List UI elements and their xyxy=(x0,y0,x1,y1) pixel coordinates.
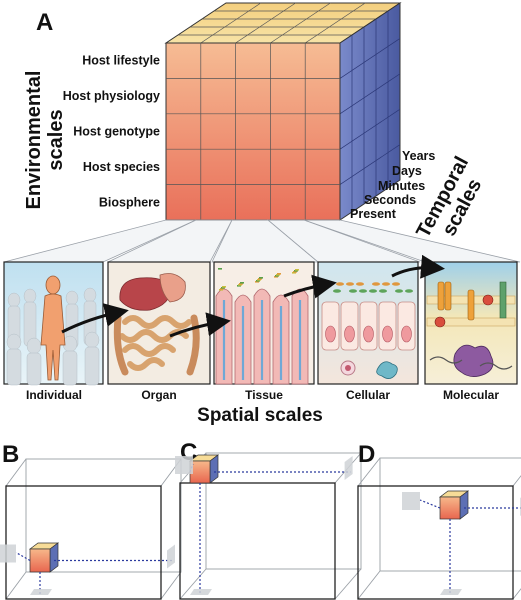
panel-label-a: A xyxy=(36,9,53,36)
panel-d: D xyxy=(357,441,521,600)
arrow-tissue-to-cellular xyxy=(283,274,337,299)
arrow-cellular-to-molecular xyxy=(391,254,445,279)
cube-front-face xyxy=(165,42,341,221)
panel-b: B xyxy=(0,441,182,600)
projection-shadows xyxy=(175,456,353,595)
temporal-level-label: Minutes xyxy=(378,179,425,193)
environmental-level-label: Host physiology xyxy=(63,89,160,103)
environmental-level-label: Host lifestyle xyxy=(82,54,160,68)
small-cube xyxy=(438,490,470,520)
environmental-title-line2: scales xyxy=(45,109,67,170)
spatial-level-label: Organ xyxy=(141,388,176,402)
spatial-panel-organ xyxy=(107,261,211,385)
temporal-level-label: Days xyxy=(392,164,422,178)
spatial-level-label: Individual xyxy=(26,388,82,402)
small-cube xyxy=(188,454,220,484)
panel-c: C xyxy=(175,439,362,600)
funnel-lines xyxy=(3,219,521,263)
small-cube xyxy=(28,542,60,573)
environmental-level-label: Host species xyxy=(83,160,160,174)
arrow-organ-to-tissue xyxy=(169,312,231,338)
environmental-title-line1: Environmental xyxy=(23,71,45,210)
environmental-level-label: Host genotype xyxy=(73,125,160,139)
panel-label-b: B xyxy=(2,441,19,468)
scale-arrows xyxy=(61,254,445,338)
spatial-panel-tissue xyxy=(213,261,315,385)
projection-shadows xyxy=(0,544,175,595)
spatial-title: Spatial scales xyxy=(197,405,323,426)
temporal-level-label: Seconds xyxy=(364,193,416,207)
temporal-level-label: Years xyxy=(402,149,435,163)
projection-lines xyxy=(15,551,173,595)
spatial-panel-cellular xyxy=(317,261,419,385)
temporal-level-label: Present xyxy=(350,207,397,221)
spatial-level-label: Tissue xyxy=(245,388,283,402)
projection-lines xyxy=(419,499,521,595)
person-figure xyxy=(40,275,66,381)
spatial-panel-molecular xyxy=(424,261,518,385)
spatial-level-label: Molecular xyxy=(443,388,499,402)
environmental-level-label: Biosphere xyxy=(99,195,160,209)
spatial-panel-individual xyxy=(3,261,104,386)
arrow-individual-to-organ xyxy=(61,303,129,334)
spatial-level-label: Cellular xyxy=(346,388,390,402)
panel-label-d: D xyxy=(358,441,375,468)
main-cube xyxy=(164,2,402,221)
